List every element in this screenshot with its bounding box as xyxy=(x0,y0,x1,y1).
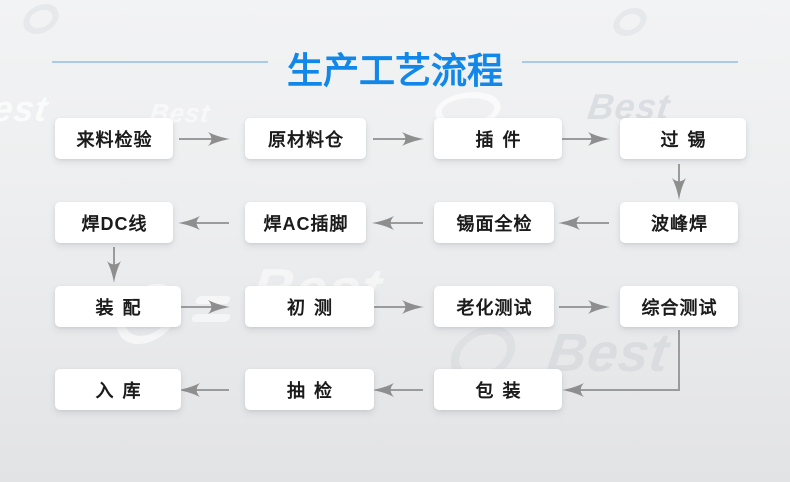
arrow-right-icon xyxy=(372,300,424,314)
page-title: 生产工艺流程 xyxy=(286,50,503,91)
title-divider-left xyxy=(52,61,268,63)
arrow-down-icon xyxy=(672,164,686,200)
watermark-bar xyxy=(190,314,232,322)
elbow-connector-vertical xyxy=(678,330,680,391)
arrow-right-icon xyxy=(178,132,230,146)
arrow-right-icon xyxy=(178,300,230,314)
flow-step-incoming-inspection: 来料检验 xyxy=(55,118,173,159)
flow-step-raw-material-warehouse: 原材料仓 xyxy=(245,118,366,159)
arrow-left-icon xyxy=(178,216,230,230)
watermark-brand-text: Best xyxy=(0,88,51,129)
arrow-right-icon xyxy=(372,132,424,146)
watermark-brand-text: Best xyxy=(543,323,674,383)
flow-step-dc-wire-soldering: 焊DC线 xyxy=(55,202,173,243)
flow-step-solder-surface-inspection: 锡面全检 xyxy=(434,202,554,243)
flow-step-tinning: 过锡 xyxy=(620,118,746,159)
arrow-right-icon xyxy=(558,132,610,146)
flow-step-wave-soldering: 波峰焊 xyxy=(620,202,738,243)
flow-step-component-insertion: 插件 xyxy=(434,118,562,159)
flow-step-warehousing: 入库 xyxy=(55,369,181,410)
flow-step-initial-test: 初测 xyxy=(245,286,374,327)
flow-step-ac-pin-soldering: 焊AC插脚 xyxy=(245,202,366,243)
arrow-left-icon xyxy=(372,383,424,397)
flow-step-comprehensive-test: 综合测试 xyxy=(620,286,738,327)
arrow-right-icon xyxy=(558,300,610,314)
arrow-left-icon xyxy=(562,383,584,397)
arrow-left-icon xyxy=(178,383,230,397)
title-divider-right xyxy=(522,61,738,63)
arrow-left-icon xyxy=(372,216,424,230)
flow-step-sampling-inspection: 抽检 xyxy=(245,369,374,410)
elbow-connector-horizontal xyxy=(576,389,680,391)
arrow-left-icon xyxy=(558,216,610,230)
arrow-down-icon xyxy=(107,247,121,283)
watermark-ring xyxy=(609,8,651,36)
flow-step-packaging: 包装 xyxy=(434,369,562,410)
flow-step-assembly: 装配 xyxy=(55,286,181,327)
watermark-ring xyxy=(19,4,63,34)
flow-step-aging-test: 老化测试 xyxy=(434,286,554,327)
